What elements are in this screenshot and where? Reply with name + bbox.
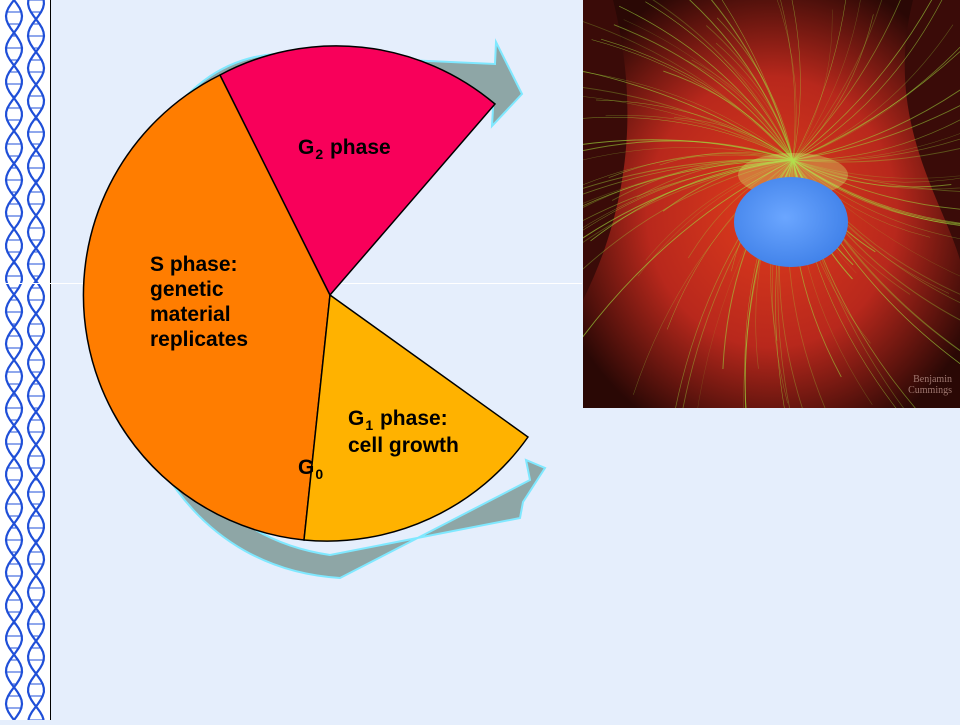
- photo-credit-line-1: Benjamin: [913, 374, 952, 385]
- micrograph-image: [583, 0, 960, 408]
- dna-helix-border: [0, 0, 51, 721]
- g0-label: G0: [298, 456, 324, 482]
- g1-phase-line-2: cell growth: [348, 434, 459, 457]
- g2-phase-sector: [219, 45, 497, 297]
- dna-helix-icon: [4, 0, 46, 721]
- g1-phase-sector: [303, 293, 530, 542]
- s-phase-line-4: replicates: [150, 328, 249, 351]
- photo-credit-line-2: Cummings: [908, 385, 952, 396]
- cell-cycle-diagram: [82, 38, 547, 580]
- s-phase-line-1: S phase:: [150, 253, 238, 276]
- cell-micrograph: Benjamin Cummings: [583, 0, 960, 408]
- s-phase-sector: [82, 73, 331, 541]
- s-phase-line-3: material: [150, 303, 231, 326]
- g1-phase-line-1: G1 phase:: [348, 407, 448, 433]
- photo-credit: Benjamin Cummings: [872, 374, 952, 396]
- s-phase-line-2: genetic: [150, 278, 224, 301]
- g1-phase-label: G1 phase: cell growth: [348, 406, 459, 458]
- s-phase-label: S phase: genetic material replicates: [150, 252, 248, 352]
- g2-phase-label: G2 phase: [298, 136, 391, 162]
